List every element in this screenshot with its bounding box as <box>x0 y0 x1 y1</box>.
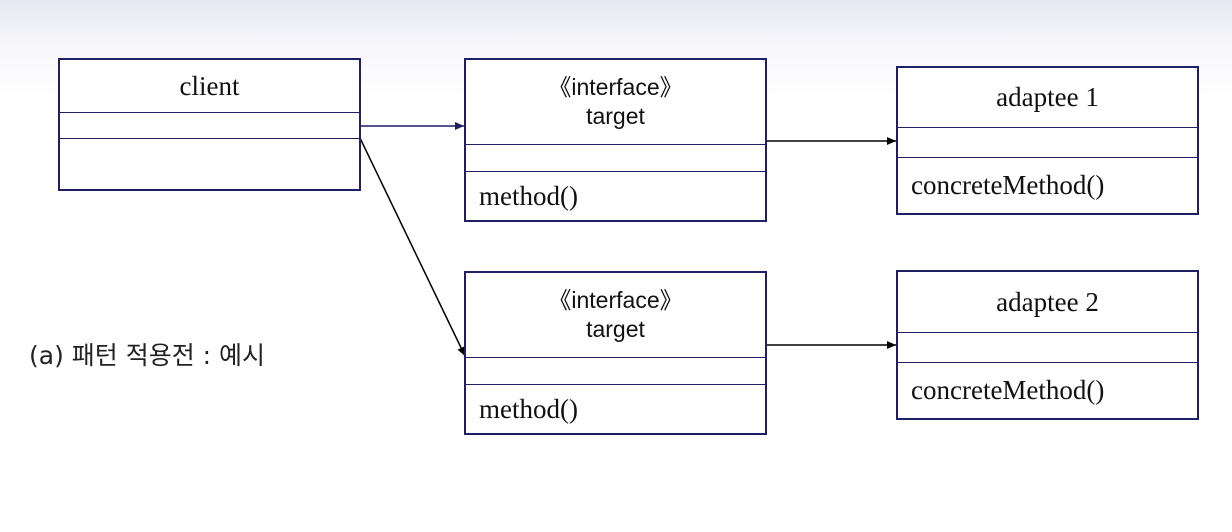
target-2-operations-compartment: method() <box>466 384 765 433</box>
target-1-attributes-compartment <box>466 144 765 171</box>
target-1-name-compartment: 《interface》 target <box>466 60 765 144</box>
client-name-compartment: client <box>60 60 359 112</box>
adaptee-2-operations-compartment: concreteMethod() <box>898 362 1197 418</box>
target-2-stereotype: 《interface》 <box>548 287 683 313</box>
client-class-box[interactable]: client <box>58 58 361 191</box>
figure-caption: (a) 패턴 적용전 : 예시 <box>29 341 266 370</box>
adaptee-class-box-2[interactable]: adaptee 2 concreteMethod() <box>896 270 1199 420</box>
target-2-operation: method() <box>479 393 578 424</box>
adaptee-1-attributes-compartment <box>898 127 1197 157</box>
target-1-operations-compartment: method() <box>466 171 765 220</box>
client-class-name: client <box>179 70 240 101</box>
client-attributes-compartment <box>60 112 359 138</box>
adaptee-1-name-compartment: adaptee 1 <box>898 68 1197 127</box>
client-to-target-2-arrow <box>359 137 466 357</box>
target-2-class-name: target <box>586 316 645 342</box>
adaptee-2-attributes-compartment <box>898 332 1197 362</box>
adaptee-2-name-compartment: adaptee 2 <box>898 272 1197 332</box>
target-2-name-compartment: 《interface》 target <box>466 273 765 357</box>
target-class-box-2[interactable]: 《interface》 target method() <box>464 271 767 435</box>
target-1-stereotype: 《interface》 <box>548 74 683 100</box>
adaptee-1-class-name: adaptee 1 <box>996 82 1099 112</box>
adaptee-1-operation: concreteMethod() <box>911 170 1105 200</box>
target-1-operation: method() <box>479 180 578 211</box>
target-class-box-1[interactable]: 《interface》 target method() <box>464 58 767 222</box>
adaptee-class-box-1[interactable]: adaptee 1 concreteMethod() <box>896 66 1199 215</box>
target-2-attributes-compartment <box>466 357 765 384</box>
client-operations-compartment <box>60 138 359 189</box>
adaptee-1-operations-compartment: concreteMethod() <box>898 157 1197 213</box>
adaptee-2-operation: concreteMethod() <box>911 375 1105 405</box>
target-1-class-name: target <box>586 103 645 129</box>
adaptee-2-class-name: adaptee 2 <box>996 286 1099 317</box>
